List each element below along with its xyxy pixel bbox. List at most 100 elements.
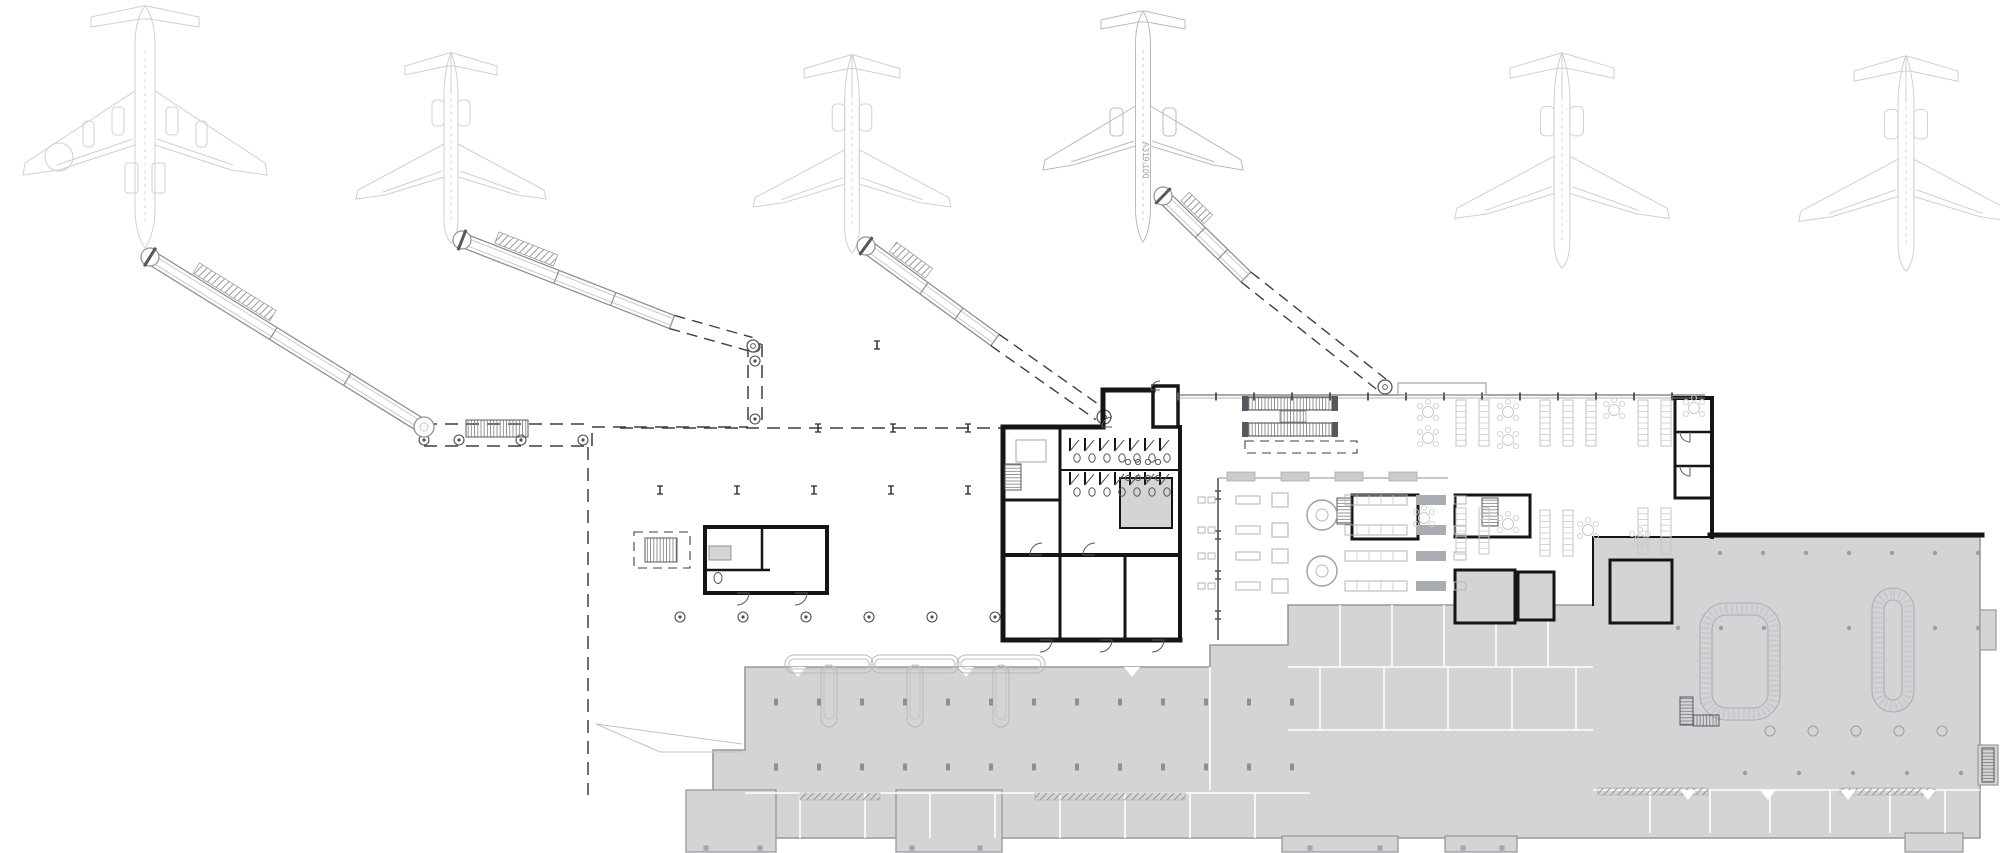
structural-column-mark [817, 763, 821, 771]
xray-machine [1271, 578, 1289, 594]
cafe-chair [1698, 398, 1706, 406]
jet-bridge-3-dashed-extension [990, 345, 1097, 421]
structural-column-mark [1075, 763, 1079, 771]
escalator-landing [1242, 422, 1248, 437]
toilet-fixture [1073, 453, 1081, 463]
structural-column-mark [817, 698, 821, 706]
structural-column-mark [1032, 698, 1036, 706]
plane-2-outline [356, 144, 444, 199]
cafe-table-cluster [1682, 394, 1706, 418]
cafe-chair [1432, 440, 1440, 448]
bin-cart [1453, 495, 1467, 505]
xray-machine [1271, 492, 1289, 508]
cafe-chair [1504, 426, 1512, 434]
cafe-chair [1636, 526, 1644, 534]
plane-2-outline [460, 171, 519, 192]
jet-bridge-2 [452, 229, 760, 353]
cafe-chair [1504, 398, 1512, 406]
structural-column-dot [1761, 625, 1767, 631]
plane-2-engine [432, 100, 444, 126]
stall-door [1159, 473, 1170, 486]
structural-column-mark [774, 698, 778, 706]
stall-door [1069, 473, 1080, 486]
cafe-chair [1584, 516, 1592, 524]
structural-column-mark [1161, 763, 1165, 771]
door-swing [1151, 639, 1165, 653]
cafe-table [1608, 404, 1620, 416]
plane-4-engine [1163, 108, 1176, 136]
plane-6-outline [1829, 190, 1896, 214]
tug-lane-bar-outer [784, 654, 874, 674]
baggage-tug-lane [784, 654, 874, 728]
cafe-chair [1424, 424, 1432, 432]
cafe-chair [1512, 430, 1520, 438]
toilet-fixture [1133, 487, 1141, 497]
structural-column-mark [1204, 698, 1208, 706]
structural-column-dot [1718, 625, 1724, 631]
plane-1-engine [166, 107, 178, 135]
cafe-table-cluster [1496, 398, 1520, 422]
cafe-chair [1512, 442, 1520, 450]
toilet-fixture [1148, 453, 1156, 463]
baggage-tug-lane [956, 654, 1046, 728]
stall-door [1099, 439, 1110, 452]
toilet-fixture [1163, 453, 1171, 463]
terminal-building-layer [465, 380, 1995, 783]
structural-column-dot [1850, 770, 1856, 776]
sink-fixture [1154, 474, 1162, 482]
structural-column-dot [1846, 625, 1852, 631]
cafe-chair [1428, 508, 1436, 516]
stall-door [1159, 439, 1170, 452]
structural-column-ring [1807, 725, 1819, 737]
aircraft-layer: A319-100 [23, 6, 2000, 271]
cafe-table-cluster [1416, 398, 1440, 422]
plane-5-outline [1455, 156, 1554, 218]
jet-bridge-4-tunnel-edge [1165, 193, 1249, 275]
door-notch [1760, 790, 1776, 800]
plane-1-outline [91, 6, 199, 27]
phantom-dashed-rect [633, 531, 691, 569]
grid-column-tick [965, 485, 971, 495]
toilet-fixture [1088, 487, 1096, 497]
cafe-chair [1420, 504, 1428, 512]
door-swing-arc [794, 592, 808, 606]
structural-column-mark [1247, 763, 1251, 771]
cafe-chair [1416, 402, 1424, 410]
door-swing [1101, 416, 1113, 428]
toilet-stall-row [1069, 438, 1171, 463]
grid-column-symbol-center [993, 615, 997, 619]
jet-bridge-1-aircraft-door-mate [142, 246, 158, 268]
grid-column-tick [657, 485, 663, 495]
roller-bed [1235, 525, 1261, 535]
carousel-inner-edge [1711, 614, 1769, 709]
jet-bridge-4-service-stair [1180, 191, 1214, 225]
door-notch [1840, 790, 1856, 800]
structural-column-mark [903, 763, 907, 771]
grid-column-symbol-center [867, 615, 871, 619]
cafe-chair [1682, 410, 1690, 418]
plane-6-outline [1898, 55, 1914, 271]
grid-column-tick [815, 423, 821, 433]
cafe-chair [1644, 542, 1652, 550]
structural-column-mark [1075, 698, 1079, 706]
structural-column-mark [946, 698, 950, 706]
sink-fixture [1134, 458, 1142, 466]
jet-bridge-3-service-stair [888, 241, 934, 279]
grid-column-symbol-center [422, 438, 426, 442]
cafe-chair [1618, 400, 1626, 408]
structural-column-mark [1118, 698, 1122, 706]
foundation-pad [1377, 845, 1383, 851]
jet-bridge-3-telescope-joint [954, 307, 964, 320]
structural-column-dot [1717, 550, 1723, 556]
structural-column-dot [1760, 550, 1766, 556]
plane-1 [23, 6, 267, 248]
roller-bed [1235, 495, 1261, 505]
jet-bridge-2-service-stair [494, 231, 559, 267]
body-scanner-core [1315, 508, 1329, 522]
cafe-chair [1576, 532, 1584, 540]
divest-table [1197, 582, 1206, 590]
cafe-chair [1576, 520, 1584, 528]
body-scanner [1306, 499, 1338, 531]
plane-1-engine [112, 107, 124, 135]
seat-row-strip [1637, 399, 1649, 447]
